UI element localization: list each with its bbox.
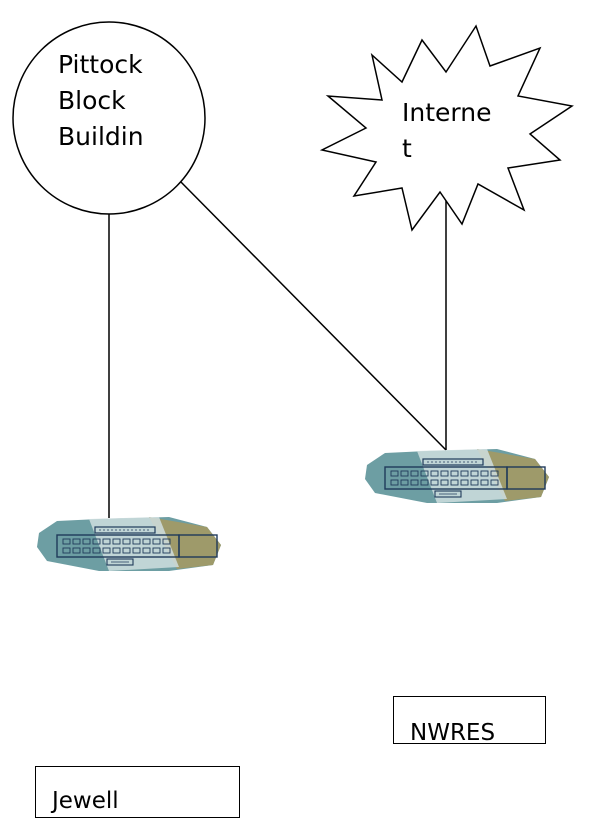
jewell-site-label: Jewell xyxy=(52,788,119,814)
jewell-site-box: Jewell xyxy=(35,766,240,818)
pittock-node-circle xyxy=(12,21,206,215)
nwres-site-box: NWRES xyxy=(393,696,546,744)
internet-cloud-icon xyxy=(319,24,574,232)
router-icon xyxy=(364,448,550,504)
nwres-site-label: NWRES xyxy=(410,720,496,744)
internet-node-label: Interne t xyxy=(402,98,492,163)
router-icon xyxy=(36,516,222,572)
pittock-node-label: Pittock Block Buildin xyxy=(58,50,144,151)
link-pittock-nwres xyxy=(175,176,447,451)
